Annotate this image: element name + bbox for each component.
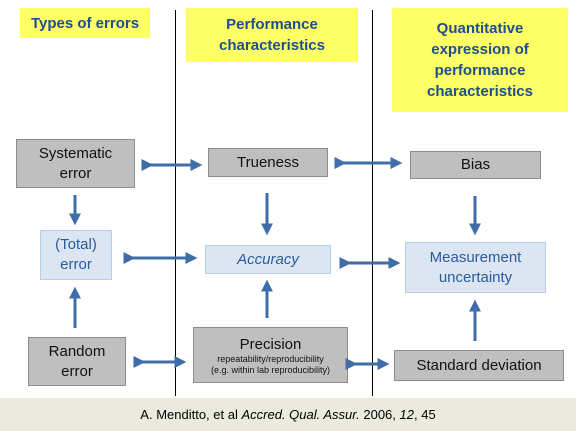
column-divider-right [372,10,373,396]
standard-deviation-box: Standard deviation [394,350,564,381]
measurement-uncertainty-box: Measurement uncertainty [405,242,546,293]
random-error-label: Random error [48,342,106,380]
standard-deviation-label: Standard deviation [416,356,542,374]
accuracy-box: Accuracy [205,245,331,274]
systematic-error-box: Systematic error [16,139,135,188]
systematic-error-label: Systematic error [38,144,113,182]
bias-label: Bias [460,156,491,173]
header-quantitative-expression: Quantitative expression of performance c… [392,8,568,112]
total-error-label: (Total) error [55,236,97,273]
trueness-label: Trueness [237,153,299,171]
citation-footer: A. Menditto, et al Accred. Qual. Assur. … [0,398,576,431]
accuracy-label: Accuracy [237,250,299,268]
citation-volume: 12 [399,407,414,422]
citation-authors: A. Menditto, et al [140,407,238,422]
measurement-uncertainty-label: Measurement uncertainty [429,248,522,286]
trueness-box: Trueness [208,148,328,177]
header-performance-label: Performance characteristics [219,16,325,54]
header-types-of-errors: Types of errors [20,8,150,38]
citation-journal: Accred. Qual. Assur. [241,407,360,422]
precision-sub-repeatability: repeatability/reproducibility [217,353,324,364]
citation-year: 2006, [363,407,396,422]
random-error-box: Random error [28,337,126,386]
header-quantitative-label: Quantitative expression of performance c… [427,20,533,100]
citation-pages: , 45 [414,407,436,422]
header-performance-characteristics: Performance characteristics [186,8,358,62]
column-divider-left [175,10,176,396]
bias-box: Bias [410,151,541,179]
precision-label: Precision [239,335,302,353]
precision-box: Precision repeatability/reproducibility … [193,327,348,383]
header-types-of-errors-label: Types of errors [30,14,140,32]
total-error-box: (Total) error [40,230,112,280]
precision-sub-within-lab: (e.g. within lab reproducibility) [210,364,331,375]
